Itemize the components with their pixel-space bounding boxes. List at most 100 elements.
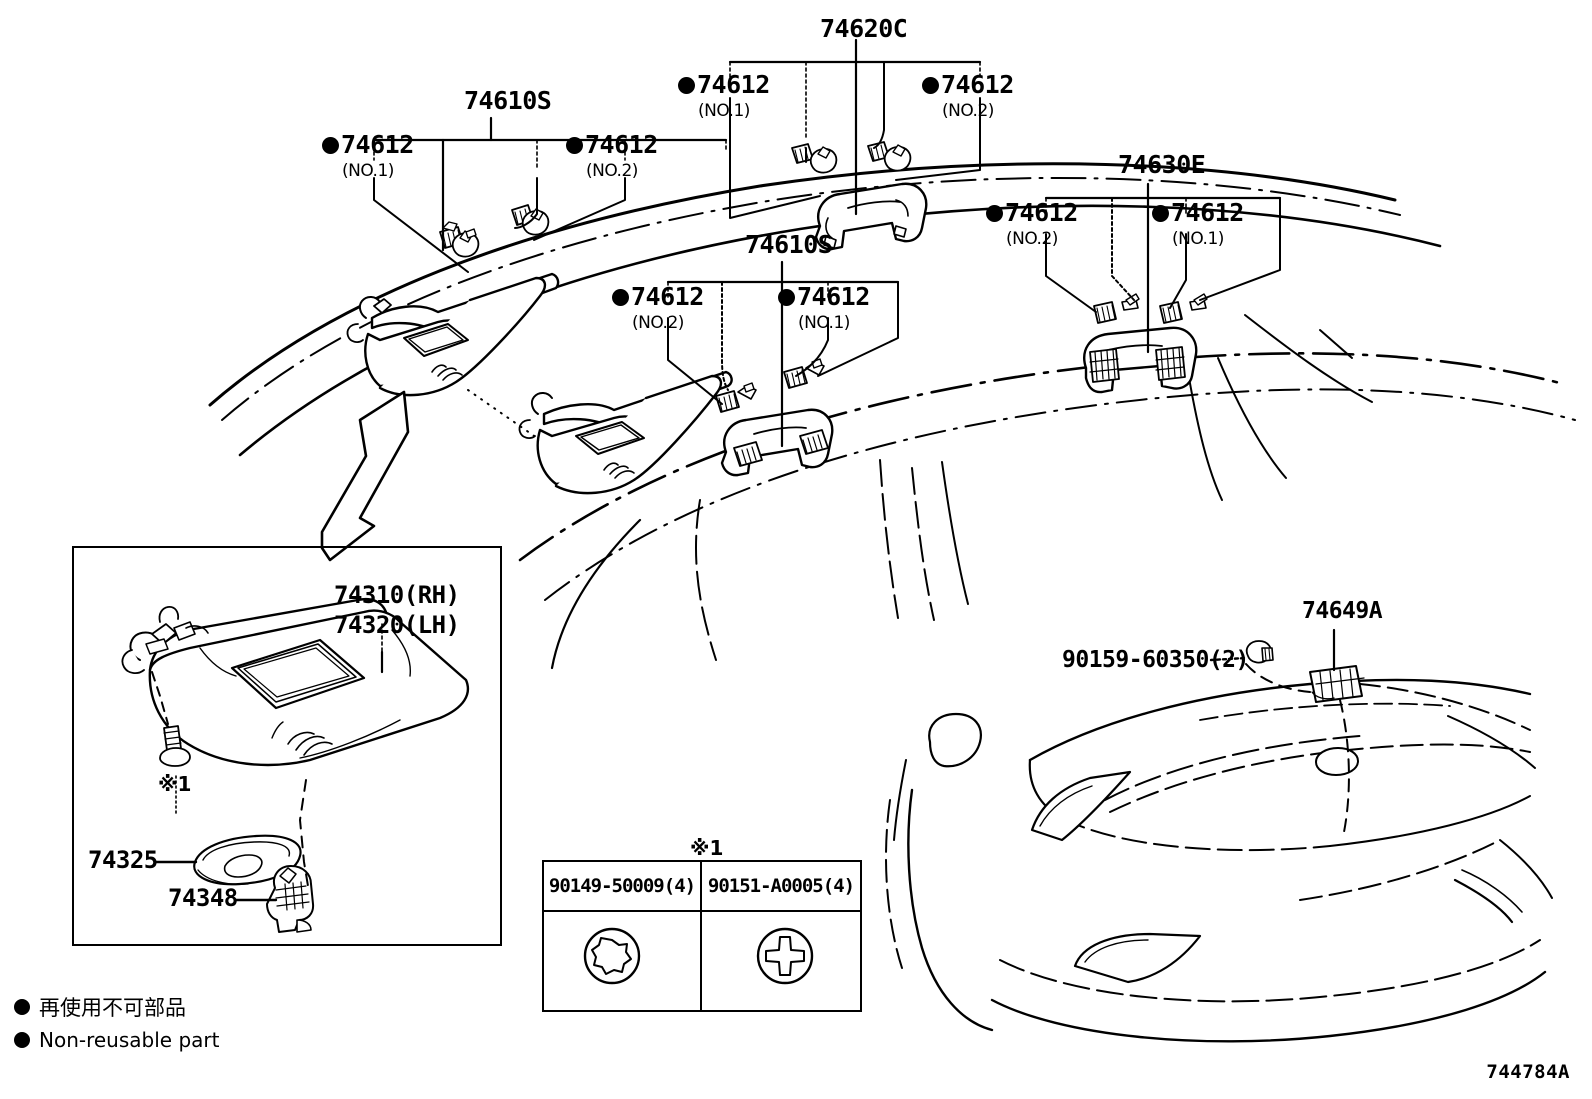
callout-74612-c2-no: (NO.1) bbox=[798, 313, 850, 333]
sun-visor-lower bbox=[518, 370, 733, 495]
callout-74649a[interactable]: 74649A bbox=[1302, 598, 1383, 624]
inset-callout-74348[interactable]: 74348 bbox=[168, 884, 238, 912]
callout-74612-a2-no: (NO.2) bbox=[586, 161, 638, 181]
screw-table-cell-code-1[interactable]: 90149-50009(4) bbox=[544, 862, 702, 910]
callout-74612-a2[interactable]: 74612 bbox=[566, 130, 658, 159]
non-reusable-dot-icon bbox=[612, 289, 629, 306]
callout-74612-d1-group[interactable]: 74612 (NO.2) bbox=[986, 198, 1078, 249]
non-reusable-dot-icon bbox=[922, 77, 939, 94]
pillar-line-e bbox=[941, 461, 969, 605]
callout-74612-b1[interactable]: 74612 bbox=[678, 70, 770, 99]
callout-74612-a2-group[interactable]: 74612 (NO.2) bbox=[566, 130, 658, 181]
clip-74612-b2 bbox=[809, 146, 838, 174]
callout-74612-c2[interactable]: 74612 bbox=[778, 282, 870, 311]
non-reusable-dot-icon bbox=[778, 289, 795, 306]
inset-part-lh[interactable]: 74320(LH) bbox=[334, 611, 460, 639]
callout-74612-d2-no: (NO.1) bbox=[1172, 229, 1224, 249]
screw-icon-phillips bbox=[756, 927, 814, 985]
non-reusable-dot-icon bbox=[322, 137, 339, 154]
callout-74610s-top[interactable]: 74610S bbox=[464, 86, 552, 115]
callout-74612-b1-no: (NO.1) bbox=[698, 101, 750, 121]
inset-mirror-cover bbox=[193, 834, 302, 886]
inset-callout-74325[interactable]: 74325 bbox=[88, 846, 158, 874]
screw-code-2: 90151-A0005(4) bbox=[707, 875, 855, 897]
callout-74612-d2[interactable]: 74612 bbox=[1152, 198, 1244, 227]
assist-grip-mid bbox=[720, 408, 834, 477]
screw-table-header-row: 90149-50009(4) 90151-A0005(4) bbox=[544, 862, 860, 912]
non-reusable-dot-icon bbox=[14, 999, 30, 1015]
pillar-line-i bbox=[1319, 329, 1353, 359]
leader-90159 bbox=[1209, 656, 1248, 662]
callout-74612-c1[interactable]: 74612 bbox=[612, 282, 704, 311]
legend-text-english: Non-reusable part bbox=[39, 1028, 220, 1052]
non-reusable-dot-icon bbox=[14, 1032, 30, 1048]
screw-table-icon-row bbox=[544, 912, 860, 1012]
pillar-line-h bbox=[1244, 314, 1373, 403]
sunvisor-detail-inset bbox=[72, 546, 502, 946]
leader-group-74610s-top bbox=[372, 116, 728, 273]
clip-74612-c2 bbox=[737, 382, 757, 400]
screw-icon-torx bbox=[583, 927, 641, 985]
callout-74630e[interactable]: 74630E bbox=[1118, 150, 1206, 179]
clip-74612-b4 bbox=[883, 144, 912, 172]
rear-nut-90159 bbox=[1245, 640, 1274, 664]
grip-clip-right bbox=[799, 429, 829, 455]
screw-code-1: 90149-50009(4) bbox=[548, 875, 696, 897]
clip-74612-d4 bbox=[1189, 293, 1208, 311]
clip-74612-d1 bbox=[1093, 301, 1117, 324]
rear-grip-clip-right bbox=[1155, 346, 1186, 381]
inset-part-numbers[interactable]: 74310(RH) 74320(LH) bbox=[334, 580, 460, 640]
screw-table: 90149-50009(4) 90151-A0005(4) bbox=[542, 860, 862, 1012]
assist-grip-rear bbox=[1083, 326, 1198, 394]
callout-74612-a1-group[interactable]: 74612 (NO.1) bbox=[322, 130, 414, 181]
non-reusable-dot-icon bbox=[1152, 205, 1169, 222]
legend-row-english: Non-reusable part bbox=[14, 1028, 219, 1052]
callout-74620c[interactable]: 74620C bbox=[820, 14, 908, 43]
inset-part-rh[interactable]: 74310(RH) bbox=[334, 581, 460, 609]
clip-74612-a2 bbox=[451, 228, 480, 258]
inset-screw-mark: ※1 bbox=[158, 772, 192, 796]
callout-74612-a1[interactable]: 74612 bbox=[322, 130, 414, 159]
inset-visor-drawing bbox=[121, 598, 470, 933]
inset-screw bbox=[159, 725, 191, 767]
callout-74612-b1-group[interactable]: 74612 (NO.1) bbox=[678, 70, 770, 121]
rear-car-body bbox=[885, 678, 1553, 1043]
screw-table-cell-code-2[interactable]: 90151-A0005(4) bbox=[702, 862, 860, 910]
pillar-line-f bbox=[1187, 371, 1223, 501]
callout-74612-d1-no: (NO.2) bbox=[1006, 229, 1058, 249]
callout-74612-c1-no: (NO.2) bbox=[632, 313, 684, 333]
pillar-line-c bbox=[879, 459, 899, 619]
pillar-line-g bbox=[1217, 357, 1287, 479]
callout-74612-b2-group[interactable]: 74612 (NO.2) bbox=[922, 70, 1014, 121]
legend: 再使用不可部品 Non-reusable part bbox=[14, 992, 219, 1058]
callout-74612-b2[interactable]: 74612 bbox=[922, 70, 1014, 99]
headliner-edge-2 bbox=[544, 388, 1576, 601]
callout-74612-a1-no: (NO.1) bbox=[342, 161, 394, 181]
callout-74612-c1-group[interactable]: 74612 (NO.2) bbox=[612, 282, 704, 333]
leader-group-74610s-lower bbox=[666, 260, 900, 448]
non-reusable-dot-icon bbox=[566, 137, 583, 154]
screw-table-cell-icon-2 bbox=[702, 912, 860, 1012]
callout-74610s-lower[interactable]: 74610S bbox=[745, 230, 833, 259]
screw-table-mark: ※1 bbox=[690, 836, 724, 860]
roof-edge-inner-dash bbox=[221, 176, 1401, 421]
diagram-id: 744784A bbox=[1486, 1061, 1570, 1083]
rear-grip-clip-left bbox=[1089, 348, 1120, 383]
non-reusable-dot-icon bbox=[986, 205, 1003, 222]
rear-clip-74649a bbox=[1309, 665, 1365, 703]
legend-row-japanese: 再使用不可部品 bbox=[14, 992, 219, 1022]
grip-clip-left bbox=[733, 441, 763, 467]
legend-text-japanese: 再使用不可部品 bbox=[39, 996, 186, 1020]
callout-90159-60350[interactable]: 90159-60350(2) bbox=[1062, 647, 1249, 673]
inset-hook-bracket bbox=[266, 865, 315, 933]
callout-74612-c2-group[interactable]: 74612 (NO.1) bbox=[778, 282, 870, 333]
callout-74612-d1[interactable]: 74612 bbox=[986, 198, 1078, 227]
leader-group-74620c bbox=[728, 38, 982, 219]
callout-74612-d2-group[interactable]: 74612 (NO.1) bbox=[1152, 198, 1244, 249]
leader-group-74630e bbox=[1044, 182, 1282, 354]
pillar-line-a bbox=[550, 518, 642, 670]
headliner-edge bbox=[518, 352, 1562, 562]
sun-visor-upper bbox=[346, 272, 560, 397]
